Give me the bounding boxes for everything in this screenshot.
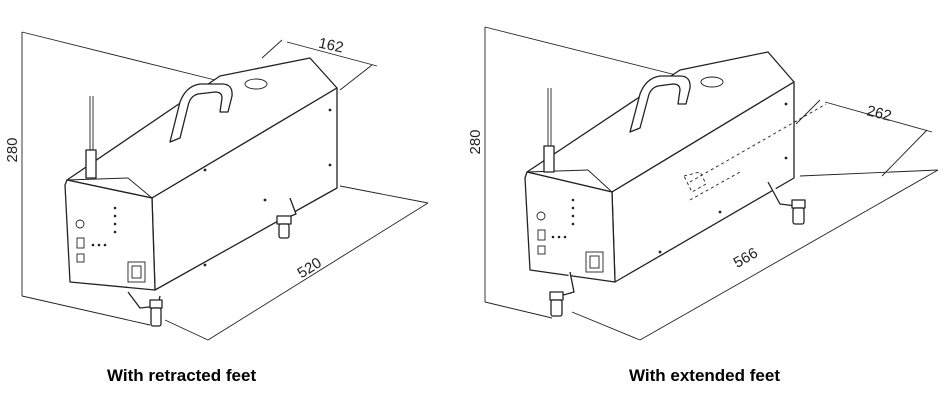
- right-height-label: 280: [467, 129, 484, 154]
- right-length-label: 566: [731, 244, 761, 271]
- right-width-dimension: 262: [795, 99, 933, 177]
- left-height-label: 280: [4, 137, 21, 162]
- right-device: [524, 51, 827, 317]
- left-caption: With retracted feet: [107, 366, 257, 385]
- right-caption: With extended feet: [629, 366, 780, 385]
- right-width-label: 262: [865, 102, 893, 125]
- right-height-dimension: 280: [467, 26, 681, 319]
- left-width-dimension: 162: [261, 35, 378, 91]
- left-length-label: 520: [294, 254, 324, 282]
- left-figure: 280 162 520: [4, 31, 429, 341]
- left-device: [64, 57, 338, 327]
- left-width-label: 162: [317, 35, 345, 57]
- right-figure: 280 262 566: [467, 26, 939, 341]
- left-height-dimension: 280: [4, 31, 216, 326]
